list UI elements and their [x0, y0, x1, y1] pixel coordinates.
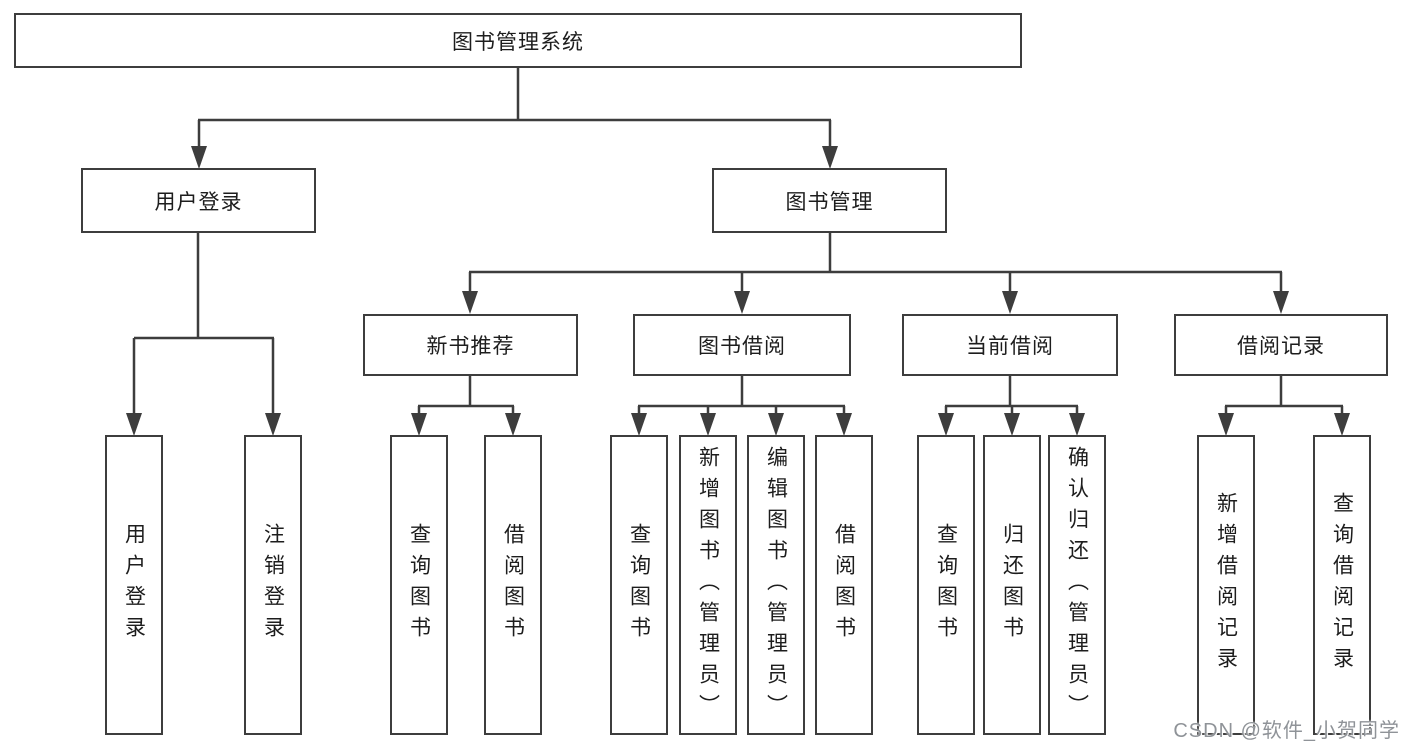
node-label: 查询图书	[407, 523, 431, 647]
node-label: 确认归还（管理员）	[1065, 445, 1089, 725]
node-current-borrow: 当前借阅	[902, 314, 1118, 376]
node-label: 查询借阅记录	[1330, 492, 1354, 678]
leaf-user-login: 用户登录	[105, 435, 163, 735]
node-label: 编辑图书（管理员）	[764, 445, 788, 725]
leaf-query-books-recommend: 查询图书	[390, 435, 448, 735]
node-label: 借阅图书	[501, 523, 525, 647]
node-label: 查询图书	[627, 523, 651, 647]
node-book-management: 图书管理	[712, 168, 947, 233]
leaf-edit-book-admin: 编辑图书（管理员）	[747, 435, 805, 735]
node-root-system: 图书管理系统	[14, 13, 1022, 68]
node-book-borrow: 图书借阅	[633, 314, 851, 376]
leaf-query-books-current: 查询图书	[917, 435, 975, 735]
node-label: 查询图书	[934, 523, 958, 647]
node-label: 注销登录	[261, 523, 285, 647]
leaf-add-borrow-record: 新增借阅记录	[1197, 435, 1255, 735]
node-user-login: 用户登录	[81, 168, 316, 233]
node-new-book-recommend: 新书推荐	[363, 314, 578, 376]
leaf-query-books-borrow: 查询图书	[610, 435, 668, 735]
leaf-logout: 注销登录	[244, 435, 302, 735]
leaf-add-book-admin: 新增图书（管理员）	[679, 435, 737, 735]
node-borrow-records: 借阅记录	[1174, 314, 1388, 376]
leaf-query-borrow-record: 查询借阅记录	[1313, 435, 1371, 735]
node-label: 用户登录	[122, 523, 146, 647]
leaf-return-book: 归还图书	[983, 435, 1041, 735]
node-label: 借阅图书	[832, 523, 856, 647]
node-label: 归还图书	[1000, 523, 1024, 647]
node-label: 新增借阅记录	[1214, 492, 1238, 678]
leaf-confirm-return-admin: 确认归还（管理员）	[1048, 435, 1106, 735]
arrow-heads	[126, 146, 1350, 436]
leaf-borrow-books-recommend: 借阅图书	[484, 435, 542, 735]
leaf-borrow-books: 借阅图书	[815, 435, 873, 735]
csdn-watermark: CSDN @软件_小贺同学	[1173, 720, 1400, 742]
node-label: 新增图书（管理员）	[696, 445, 720, 725]
